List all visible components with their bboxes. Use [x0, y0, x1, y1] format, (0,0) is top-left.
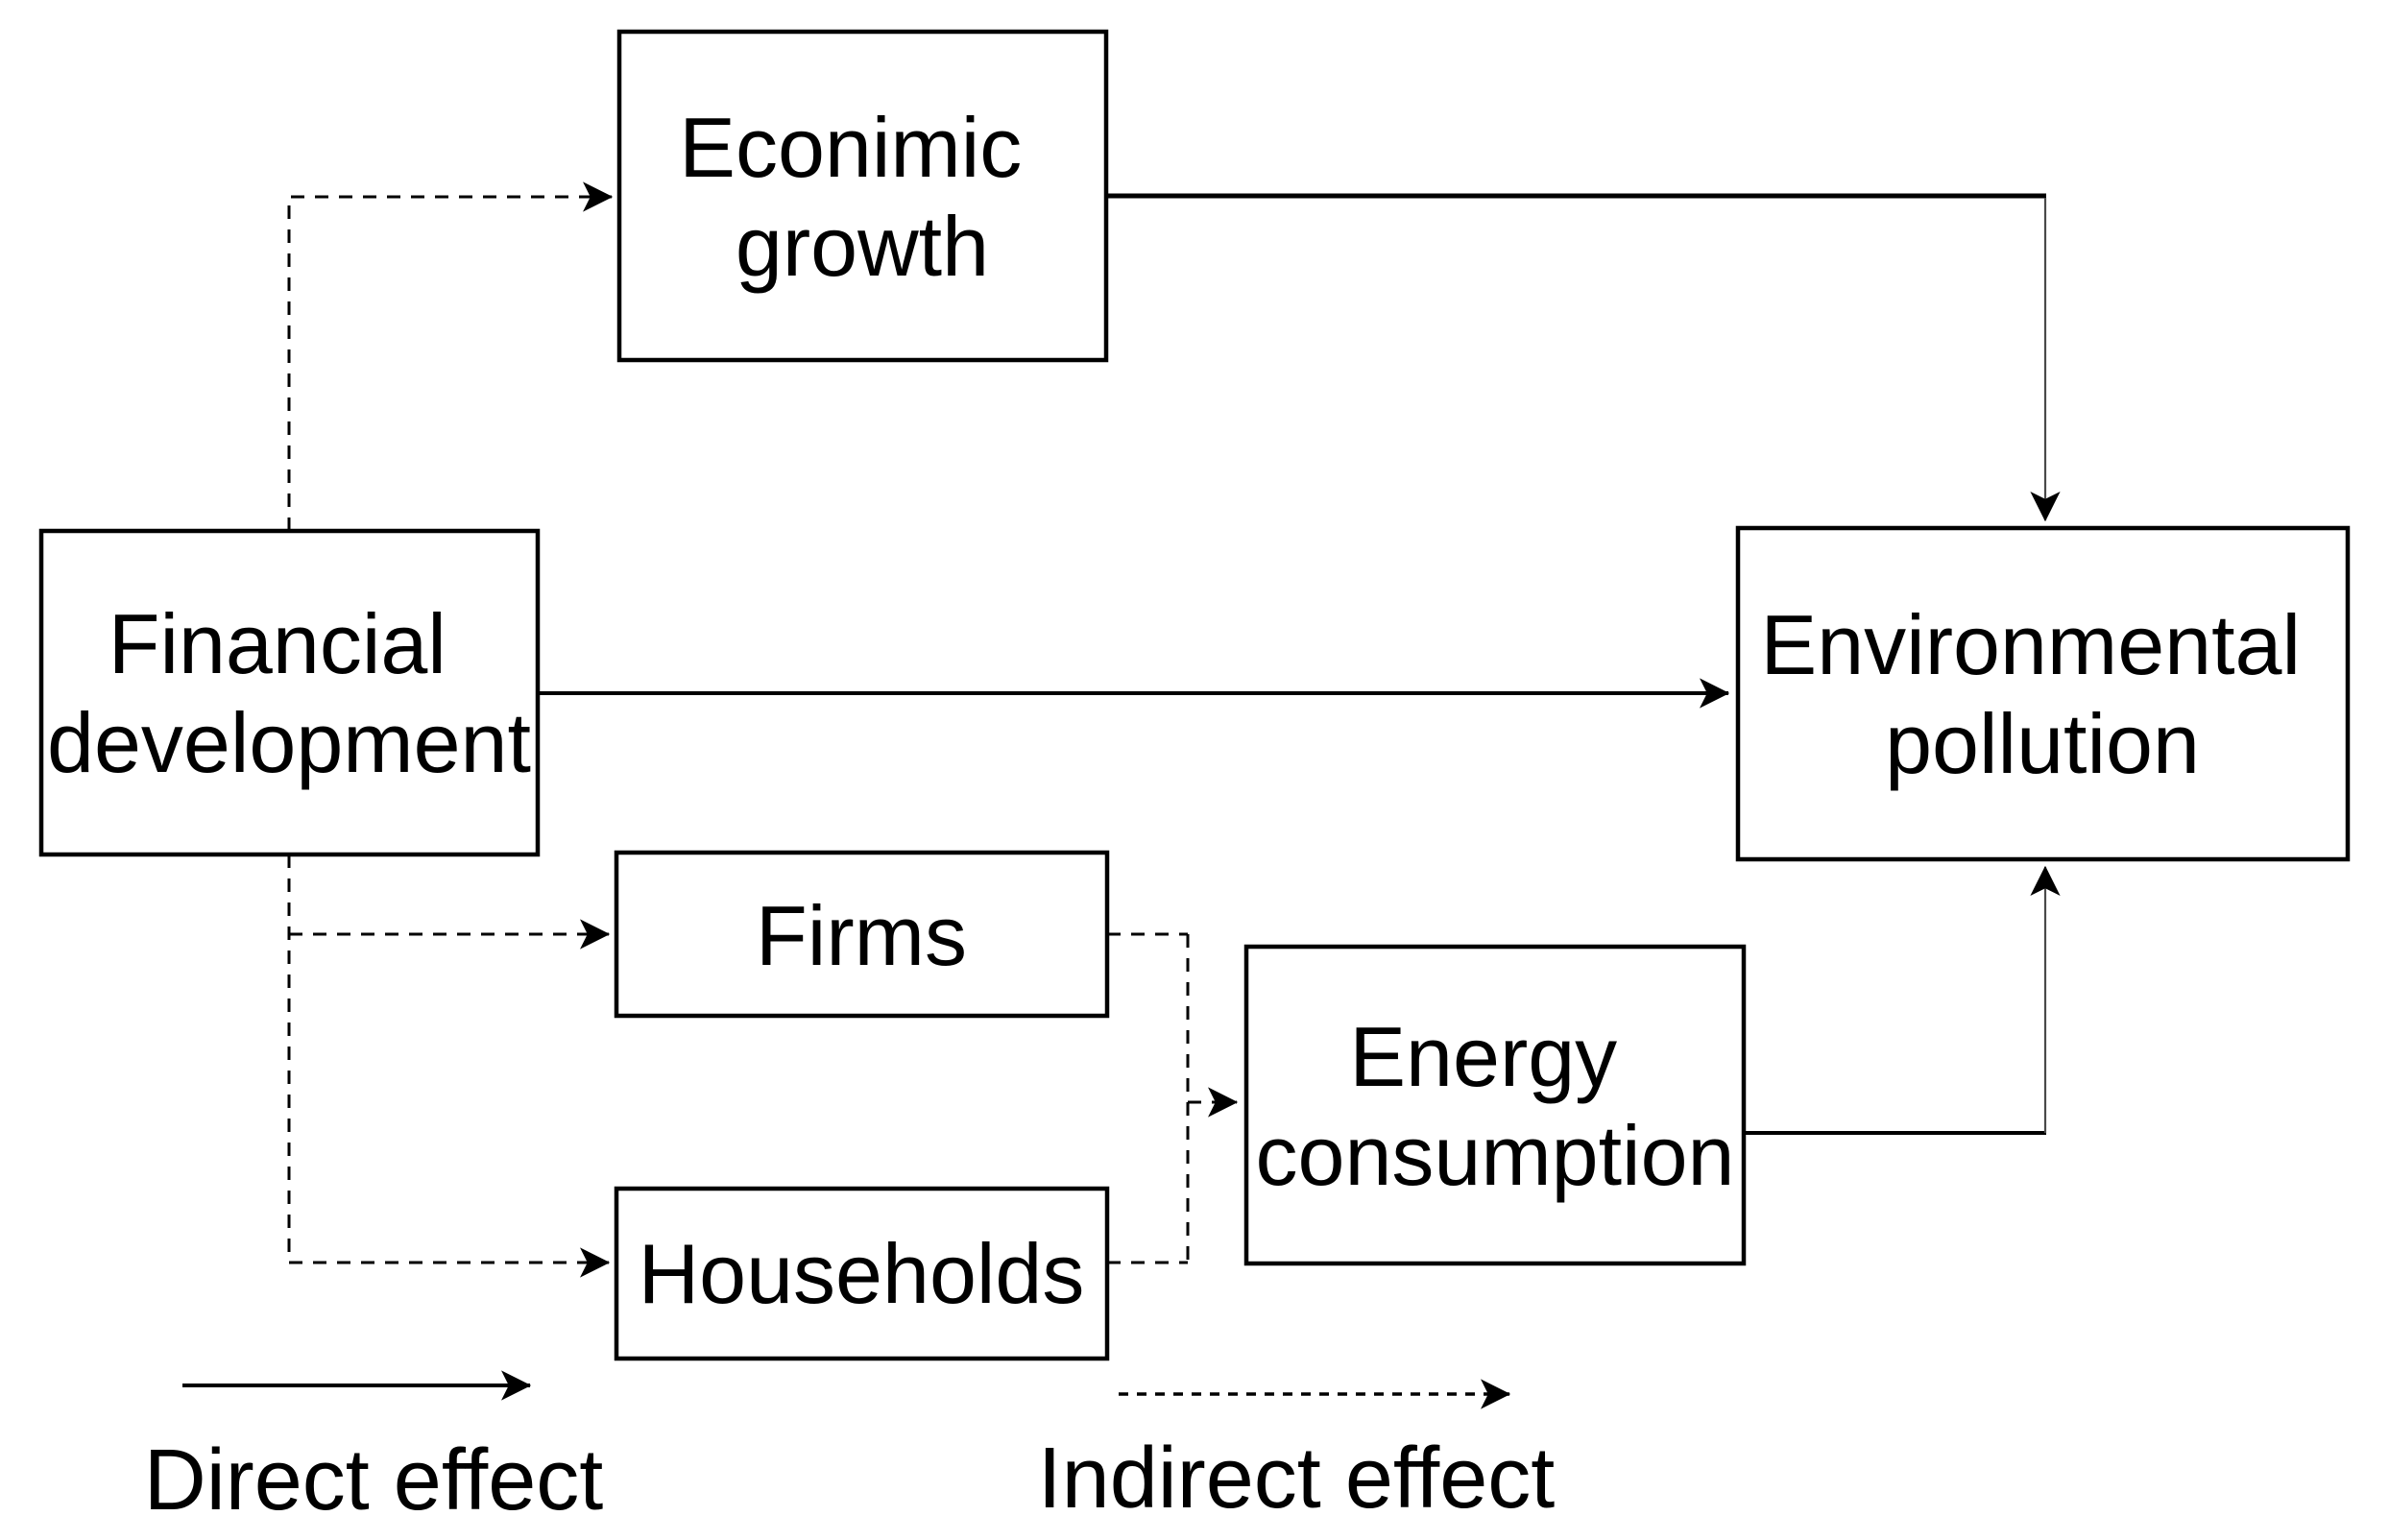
legend-indirect-label: Indirect effect — [1038, 1431, 1556, 1527]
node-energy-consumption-box — [1243, 944, 1747, 1266]
node-economic-growth-box — [616, 29, 1109, 363]
legend-direct-label: Direct effect — [144, 1432, 604, 1528]
node-financial-development-label: Financial development — [47, 596, 531, 790]
node-firms-box — [614, 850, 1110, 1019]
node-environmental-pollution-label: Environmental pollution — [1761, 597, 2325, 791]
node-households-label: Households — [639, 1226, 1085, 1321]
node-firms-label: Firms — [756, 888, 967, 983]
node-households-box — [614, 1186, 1110, 1361]
node-financial-development-box — [38, 528, 541, 857]
node-economic-growth-label: Econimic growth — [679, 100, 1045, 294]
node-environmental-pollution-box — [1735, 525, 2351, 862]
node-energy-consumption-label: Energy consumption — [1256, 1009, 1735, 1203]
edge-financial-to-economic-dashed-arrow — [287, 181, 614, 531]
